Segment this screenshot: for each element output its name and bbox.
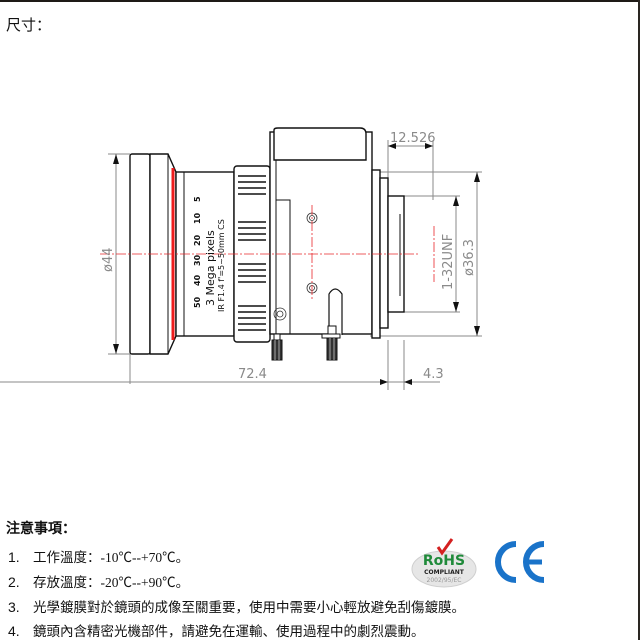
svg-text:72.4: 72.4 xyxy=(238,367,267,382)
notes-title: 注意事項： xyxy=(6,521,76,537)
lens-body xyxy=(129,127,405,355)
svg-text:2002/95/EC: 2002/95/EC xyxy=(427,577,462,584)
svg-text:50: 50 xyxy=(193,296,202,308)
svg-text:RoHS: RoHS xyxy=(423,553,465,569)
note-number: 1. xyxy=(8,549,20,565)
svg-text:3 Mega pixels: 3 Mega pixels xyxy=(204,230,217,306)
note-text: 工作溫度：-10℃--+70℃。 xyxy=(33,550,190,565)
svg-text:10: 10 xyxy=(193,212,202,224)
ce-mark-logo xyxy=(495,541,545,583)
iris-lever-slot xyxy=(328,288,343,335)
note-item: 1. 工作溫度：-10℃--+70℃。 xyxy=(8,546,189,566)
lens-dimension-drawing: 50 40 30 20 10 5 3 Mega pixels IR F1.4 f… xyxy=(0,127,482,390)
note-item: 2. 存放溫度：-20℃--+90℃。 xyxy=(8,571,189,591)
dimension-arrows xyxy=(113,143,480,385)
lock-screw-left xyxy=(271,333,283,361)
dimension-labels: ø44 72.4 4.3 12.526 1-32UNF ø36.3 xyxy=(101,131,477,382)
frame-top-border xyxy=(0,0,640,2)
center-lines xyxy=(100,205,435,300)
svg-text:IR F1.4 f'=5~50mm CS: IR F1.4 f'=5~50mm CS xyxy=(217,219,226,312)
svg-text:4.3: 4.3 xyxy=(423,367,444,382)
note-text: 存放溫度：-20℃--+90℃。 xyxy=(33,575,190,590)
svg-text:40: 40 xyxy=(193,274,202,286)
svg-text:12.526: 12.526 xyxy=(390,131,436,146)
svg-text:1-32UNF: 1-32UNF xyxy=(441,234,456,290)
rohs-compliant-logo: RoHS COMPLIANT 2002/95/EC xyxy=(411,538,477,588)
note-number: 2. xyxy=(8,574,20,590)
check-icon xyxy=(436,538,454,556)
note-number: 3. xyxy=(8,599,20,615)
svg-text:ø36.3: ø36.3 xyxy=(462,239,477,276)
svg-text:5: 5 xyxy=(193,196,202,202)
svg-text:COMPLIANT: COMPLIANT xyxy=(424,569,465,576)
lens-markings: 50 40 30 20 10 5 3 Mega pixels IR F1.4 f… xyxy=(193,196,226,312)
page-title: 尺寸： xyxy=(6,16,52,34)
note-item: 3. 光學鍍膜對於鏡頭的成像至關重要，使用中需要小心輕放避免刮傷鍍膜。 xyxy=(8,596,465,616)
svg-text:30: 30 xyxy=(193,254,202,266)
svg-text:20: 20 xyxy=(193,234,202,246)
note-item: 4. 鏡頭內含精密光機部件，請避免在運輸、使用過程中的劇烈震動。 xyxy=(8,620,425,640)
dimension-lines xyxy=(0,140,482,390)
focus-ring-knurl xyxy=(238,175,266,331)
frame-right-border xyxy=(638,0,640,640)
note-number: 4. xyxy=(8,623,20,639)
note-text: 光學鍍膜對於鏡頭的成像至關重要，使用中需要小心輕放避免刮傷鍍膜。 xyxy=(33,600,465,615)
note-text: 鏡頭內含精密光機部件，請避免在運輸、使用過程中的劇烈震動。 xyxy=(33,624,425,639)
lock-screw-right xyxy=(321,325,341,361)
svg-text:ø44: ø44 xyxy=(101,248,116,273)
